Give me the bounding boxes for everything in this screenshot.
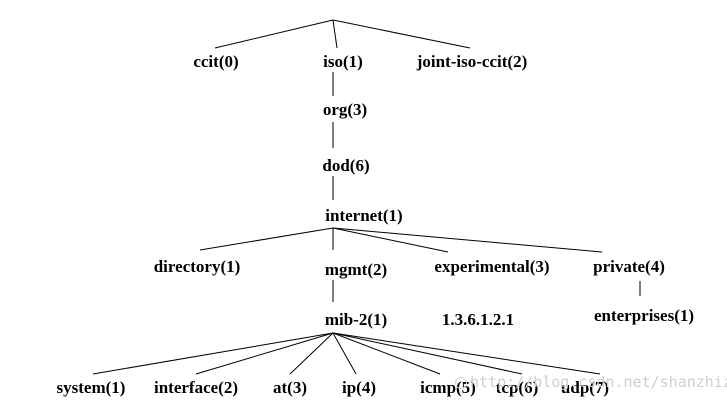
node-udp: udp(7) (560, 378, 610, 397)
node-joint-iso-ccit: joint-iso-ccit(2) (416, 52, 528, 71)
watermark: http://blog.csdn.net/shanzhizi (470, 373, 727, 391)
edge-internet-private (332, 227, 603, 253)
edge-mib2-udp (332, 332, 601, 375)
edge-mib2-ip (332, 332, 357, 375)
node-experimental: experimental(3) (434, 257, 550, 276)
edge-root-iso (332, 19, 338, 49)
edge-mib2-interface (195, 332, 334, 375)
node-system: system(1) (56, 378, 126, 397)
edge-internet-experimental (332, 227, 449, 253)
node-icmp: icmp(5) (420, 378, 476, 397)
edge-mib2-at (289, 332, 334, 375)
edge-internet-directory (199, 227, 334, 251)
node-tcp: tcp(6) (495, 378, 539, 397)
node-private: private(4) (593, 257, 665, 276)
edge-mib2-tcp (332, 332, 523, 375)
node-mgmt: mgmt(2) (324, 260, 388, 279)
watermark-logo-icon (455, 377, 467, 389)
node-mib-2: mib-2(1) (324, 310, 388, 329)
node-internet: internet(1) (325, 206, 403, 225)
node-org: org(3) (322, 100, 368, 119)
edge-root-joint (332, 19, 471, 49)
node-ip: ip(4) (342, 378, 376, 397)
node-at: at(3) (273, 378, 307, 397)
node-directory: directory(1) (153, 257, 241, 276)
edge-mib2-icmp (332, 332, 441, 375)
node-ccit: ccit(0) (193, 52, 239, 71)
edge-mib2-system (92, 332, 334, 375)
node-oid-label: 1.3.6.1.2.1 (441, 310, 515, 329)
edge-root-ccit (214, 19, 334, 49)
node-interface: interface(2) (153, 378, 239, 397)
node-enterprises: enterprises(1) (593, 306, 695, 325)
node-dod: dod(6) (322, 156, 370, 175)
node-iso: iso(1) (323, 52, 363, 71)
